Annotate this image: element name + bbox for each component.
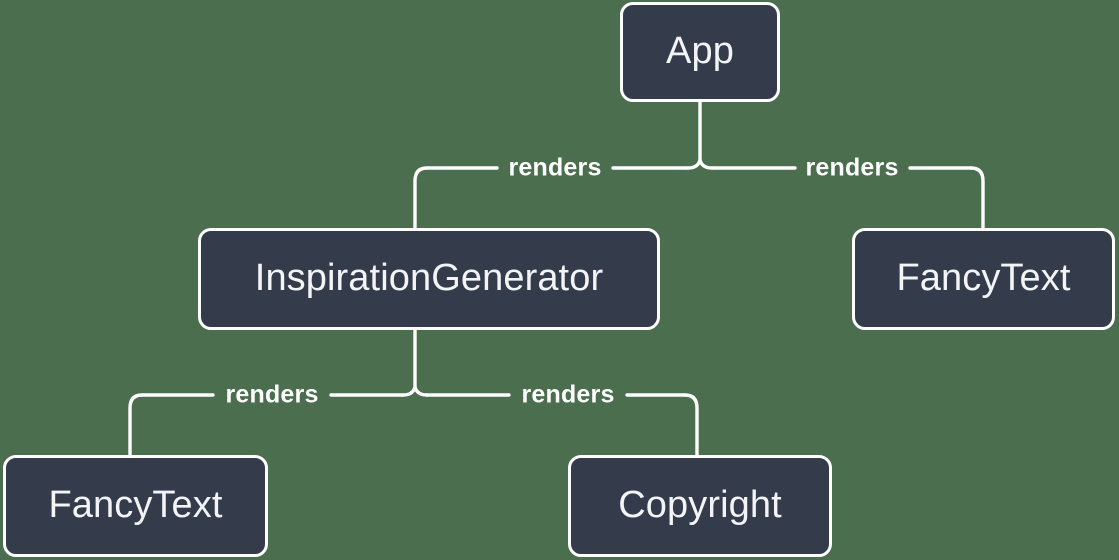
node-fancytext-right[interactable]: FancyText: [852, 228, 1115, 330]
edge-label-app-fancytext: renders: [805, 153, 899, 182]
edge-app-inspiration-elbow: [413, 166, 429, 230]
node-inspiration-generator[interactable]: InspirationGenerator: [198, 228, 660, 330]
node-fancytext-right-label: FancyText: [896, 257, 1071, 299]
edge-label-app-inspiration: renders: [508, 153, 602, 182]
edge-insp-fancytext-elbow: [128, 393, 144, 457]
node-app-label: App: [666, 30, 734, 72]
node-inspiration-generator-label: InspirationGenerator: [254, 257, 604, 299]
node-copyright[interactable]: Copyright: [568, 455, 832, 557]
edge-app-fancytext-elbow: [969, 166, 985, 230]
node-fancytext-left-label: FancyText: [48, 484, 223, 526]
node-app[interactable]: App: [620, 2, 780, 102]
edge-label-inspiration-fancytext: renders: [225, 380, 319, 409]
edge-inspiration-junction: [401, 386, 429, 397]
edge-insp-copyright-elbow: [683, 393, 699, 457]
edge-app-junction: [686, 159, 714, 170]
edge-label-inspiration-copyright: renders: [521, 380, 615, 409]
node-fancytext-left[interactable]: FancyText: [3, 455, 268, 557]
node-copyright-label: Copyright: [618, 484, 782, 526]
